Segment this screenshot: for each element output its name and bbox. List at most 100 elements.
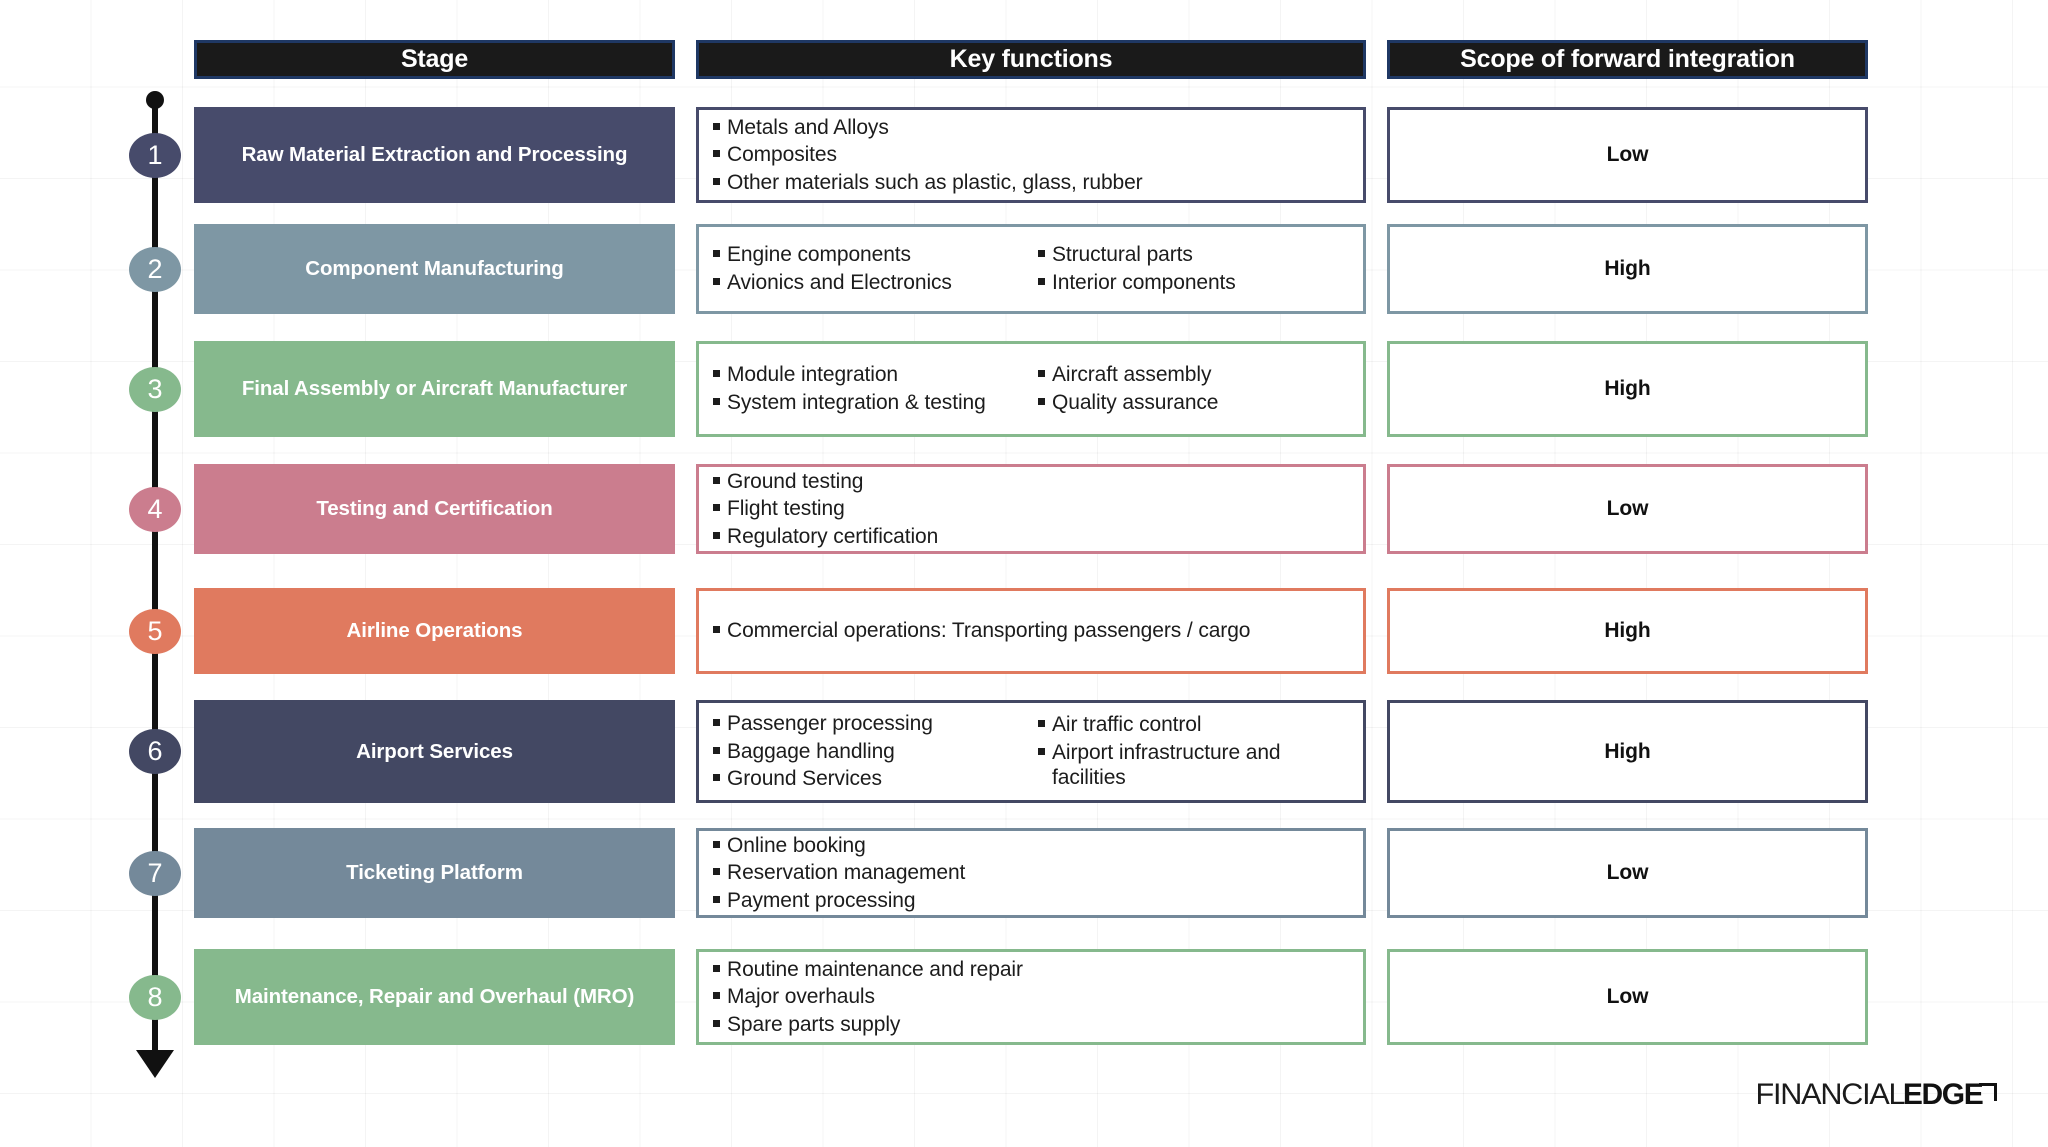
scope-box-4: Low xyxy=(1387,464,1868,554)
key-function-item: Other materials such as plastic, glass, … xyxy=(713,170,1353,196)
key-function-item: Airport infrastructure and facilities xyxy=(1038,740,1348,791)
key-function-item: Baggage handling xyxy=(713,739,1038,765)
timeline-node-4: 4 xyxy=(129,486,181,532)
key-function-label: Composites xyxy=(727,143,837,167)
key-function-item: Module integration xyxy=(713,362,1038,388)
key-functions-column: Commercial operations: Transporting pass… xyxy=(713,618,1353,644)
key-function-label: Metals and Alloys xyxy=(727,115,889,139)
timeline-node-number: 6 xyxy=(147,736,163,766)
bullet-square-icon xyxy=(713,992,720,1000)
scope-value: Low xyxy=(1606,143,1649,166)
timeline-node-number: 8 xyxy=(147,981,163,1012)
stage-box-5: Airline Operations xyxy=(194,588,675,674)
key-function-item: Air traffic control xyxy=(1038,712,1348,738)
key-function-label: Commercial operations: Transporting pass… xyxy=(727,619,1251,643)
timeline-node-number: 3 xyxy=(147,373,163,404)
key-functions-box-5: Commercial operations: Transporting pass… xyxy=(696,588,1366,674)
key-function-label: Interior components xyxy=(1052,271,1236,294)
timeline-node-number: 5 xyxy=(147,615,163,646)
column-header-scope: Scope of forward integration xyxy=(1387,40,1868,79)
bullet-square-icon xyxy=(713,840,720,848)
key-function-item: Engine components xyxy=(713,242,1038,268)
column-header-stage: Stage xyxy=(194,40,675,79)
key-function-item: System integration & testing xyxy=(713,390,1038,416)
stage-box-6: Airport Services xyxy=(194,700,675,803)
key-function-item: Regulatory certification xyxy=(713,524,1353,550)
stage-label: Airport Services xyxy=(356,739,513,763)
bullet-square-icon xyxy=(713,626,720,634)
key-function-item: Ground testing xyxy=(713,469,1353,495)
bullet-square-icon xyxy=(1038,370,1045,378)
bullet-square-icon xyxy=(1038,720,1045,728)
stage-label: Final Assembly or Aircraft Manufacturer xyxy=(241,377,628,401)
timeline-arrow-icon xyxy=(136,1050,174,1078)
scope-value: Low xyxy=(1606,861,1649,884)
stage-box-4: Testing and Certification xyxy=(194,464,675,554)
key-function-item: Ground Services xyxy=(713,766,1038,792)
column-header-scope-label: Scope of forward integration xyxy=(1460,45,1795,73)
timeline-node-7: 7 xyxy=(129,850,181,896)
bullet-square-icon xyxy=(713,964,720,972)
bullet-square-icon xyxy=(713,868,720,876)
stage-label: Testing and Certification xyxy=(316,497,553,521)
timeline-node-2: 2 xyxy=(129,246,181,292)
key-function-label: System integration & testing xyxy=(727,391,986,414)
stage-label: Ticketing Platform xyxy=(346,861,523,885)
stage-label: Raw Material Extraction and Processing xyxy=(241,143,628,167)
bullet-square-icon xyxy=(1038,398,1045,405)
key-function-label: Engine components xyxy=(727,243,911,267)
stage-label: Maintenance, Repair and Overhaul (MRO) xyxy=(234,985,635,1009)
stage-box-3: Final Assembly or Aircraft Manufacturer xyxy=(194,341,675,437)
key-function-item: Flight testing xyxy=(713,496,1353,522)
key-function-item: Aircraft assembly xyxy=(1038,362,1348,388)
stage-box-7: Ticketing Platform xyxy=(194,828,675,918)
scope-value: High xyxy=(1604,619,1651,642)
bullet-square-icon xyxy=(713,895,720,903)
timeline-line xyxy=(152,100,158,1062)
bullet-square-icon xyxy=(713,476,720,484)
column-header-stage-label: Stage xyxy=(400,45,469,73)
bullet-square-icon xyxy=(713,250,720,258)
column-header-key-functions-label: Key functions xyxy=(949,45,1113,73)
timeline-node-number: 4 xyxy=(147,493,163,524)
key-function-item: Metals and Alloys xyxy=(713,115,1353,141)
key-function-item: Structural parts xyxy=(1038,242,1348,268)
key-function-label: Reservation management xyxy=(727,861,966,885)
stage-box-2: Component Manufacturing xyxy=(194,224,675,314)
timeline-node-3: 3 xyxy=(129,366,181,412)
bullet-square-icon xyxy=(713,278,720,285)
logo-text-thin: FINANCIAL xyxy=(1755,1078,1906,1111)
key-function-label: Flight testing xyxy=(727,497,845,521)
bullet-square-icon xyxy=(713,150,720,158)
bullet-square-icon xyxy=(713,122,720,130)
stage-label: Component Manufacturing xyxy=(305,257,564,281)
financial-edge-logo: FINANCIAL EDGE xyxy=(1755,1078,1998,1112)
key-function-item: Major overhauls xyxy=(713,984,1353,1010)
timeline-node-6: 6 xyxy=(129,729,181,774)
key-function-label: Online booking xyxy=(727,833,866,857)
key-function-label: Routine maintenance and repair xyxy=(727,957,1023,981)
timeline-node-5: 5 xyxy=(129,608,181,654)
scope-value: High xyxy=(1604,739,1651,763)
stage-box-1: Raw Material Extraction and Processing xyxy=(194,107,675,203)
bullet-square-icon xyxy=(713,531,720,539)
timeline-node-8: 8 xyxy=(129,974,181,1020)
bullet-square-icon xyxy=(713,398,720,405)
key-function-label: Ground testing xyxy=(727,469,864,493)
key-function-item: Online booking xyxy=(713,833,1353,859)
